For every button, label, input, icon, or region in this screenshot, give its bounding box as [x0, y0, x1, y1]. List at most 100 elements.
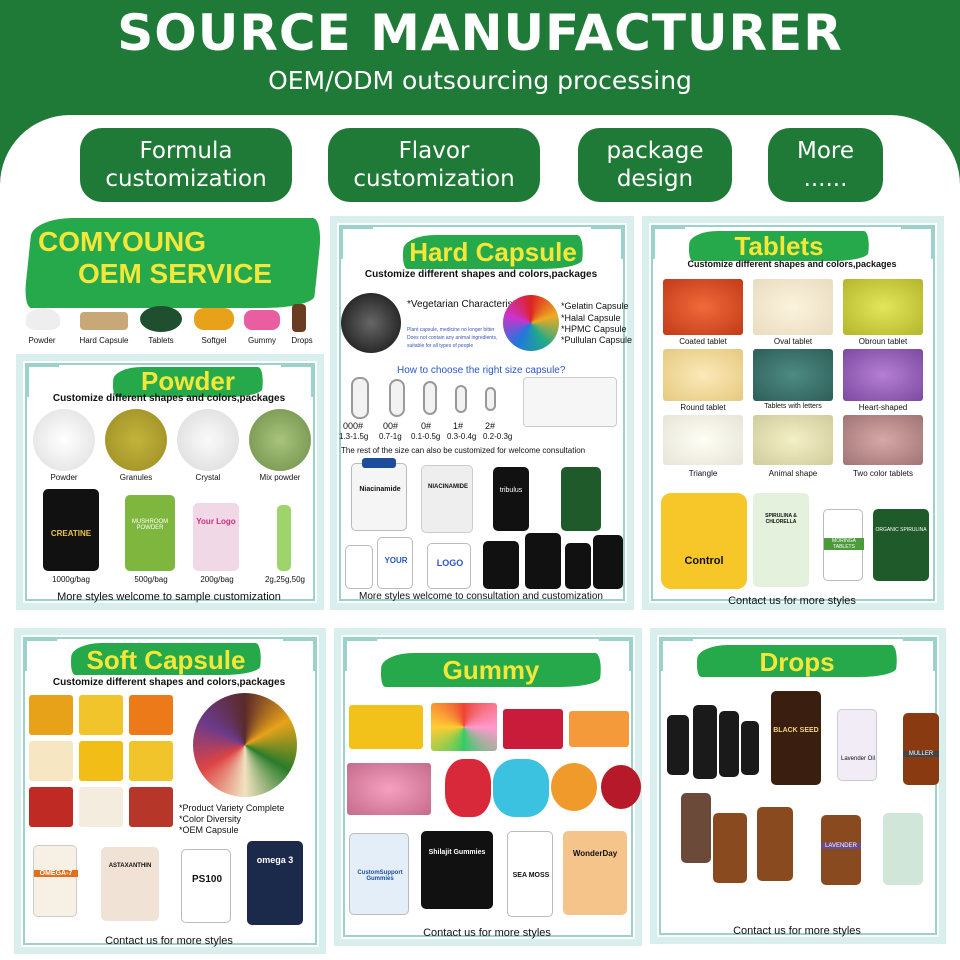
oem-item-powder: Powder — [28, 336, 56, 345]
letters-tablet-image — [753, 349, 833, 401]
pill-more[interactable]: More...... — [768, 128, 883, 202]
capsule-size-000 — [351, 377, 369, 419]
logo-bag: Your Logo — [193, 503, 239, 571]
dropper-bottle-3 — [719, 711, 739, 777]
softgel-image — [194, 308, 234, 330]
drops-title: Drops — [759, 647, 835, 677]
softgel-tile-9 — [129, 787, 173, 827]
omega7-bottle: OMEGA-7 — [33, 845, 78, 917]
capsule-size-0 — [423, 381, 437, 415]
gummy-image — [244, 310, 280, 330]
omega3-box: omega 3 — [247, 841, 303, 925]
blue-bear-image — [493, 759, 549, 817]
spirulina-bag: SPIRULINA & CHLORELLA — [753, 493, 809, 587]
tablet-label-animal: Animal shape — [768, 469, 818, 478]
dropper-bottle-2 — [693, 705, 717, 779]
size-rest-note: The rest of the size can also be customi… — [341, 446, 586, 455]
hard-subtitle: Customize different shapes and colors,pa… — [364, 269, 598, 280]
hard-title: Hard Capsule — [409, 237, 577, 267]
softgel-tile-2 — [79, 695, 123, 735]
organic-box: ORGANIC SPIRULINA — [873, 509, 929, 581]
size-range-2: 0.2-0.3g — [483, 432, 513, 441]
soft-note-color: *Color Diversity — [179, 814, 242, 824]
coated-tablet-image — [663, 279, 743, 335]
shilajit-jar: Shilajit Gummies — [421, 831, 493, 909]
oem-item-drops: Drops — [291, 336, 313, 345]
powder-footer: More styles welcome to sample customizat… — [57, 591, 281, 603]
lavender-oil-bottle: Lavender Oil — [837, 709, 877, 781]
white-bottle-1 — [345, 545, 373, 589]
round-tablet-image — [663, 349, 743, 401]
powder-label-mix: Mix powder — [259, 473, 301, 482]
tablet-label-obroun: Obroun tablet — [858, 337, 908, 346]
size-name-2: 2# — [485, 421, 496, 431]
soft-title: Soft Capsule — [86, 645, 246, 675]
oem-title-line2: OEM SERVICE — [78, 258, 272, 289]
muller-bottle: MULLER — [903, 713, 939, 785]
dropper-bottle-4 — [741, 721, 759, 775]
control-jar: Control — [661, 493, 747, 589]
gummy-stars-image — [569, 711, 629, 747]
tablet-label-triangle: Triangle — [688, 469, 718, 478]
white-bottle-3: LOGO — [427, 543, 471, 589]
moringa-bottle: MORINGA TABLETS — [823, 509, 864, 581]
page-title: SOURCE MANUFACTURER — [117, 4, 843, 62]
powder-type-mix — [249, 409, 311, 471]
pack-size-1000g: 1000g/bag — [52, 575, 90, 584]
tablet-label-round: Round tablet — [680, 403, 726, 412]
powder-panel: Powder Customize different shapes and co… — [16, 354, 324, 610]
tablets-title: Tablets — [734, 231, 824, 261]
gummy-bears-image — [349, 705, 423, 749]
mushroom-bag: MUSHROOM POWDER — [125, 495, 175, 571]
powder-title: Powder — [141, 366, 235, 396]
capsule-size-1 — [455, 385, 467, 413]
niacinamide-bottle: Niacinamide — [351, 458, 407, 531]
red-bear-image — [445, 759, 491, 817]
gummy-berries-image — [503, 709, 563, 749]
red-gummy-image — [601, 765, 641, 809]
softgel-tile-3 — [129, 695, 173, 735]
size-chart-image — [523, 377, 617, 427]
veg-desc-1: Plant capsule, medicine no longer bitter — [407, 327, 495, 333]
gummy-title: Gummy — [442, 655, 540, 685]
tablet-label-oval: Oval tablet — [773, 337, 813, 346]
soft-footer: Contact us for more styles — [105, 935, 233, 947]
page-subtitle: OEM/ODM outsourcing processing — [268, 66, 692, 95]
size-question: How to choose the right size capsule? — [397, 365, 566, 376]
obroun-tablet-image — [843, 279, 923, 335]
size-range-1: 0.3-0.4g — [447, 432, 477, 441]
capsule-size-00 — [389, 379, 405, 417]
softgel-tile-1 — [29, 695, 73, 735]
tablets-image — [140, 306, 182, 332]
tablets-panel: Tablets Customize different shapes and c… — [642, 216, 944, 610]
ps100-bottle: PS100 — [181, 849, 231, 923]
heart-tablet-image — [843, 349, 923, 401]
gummy-panel: Gummy CustomSupport Gummies Shilajit Gum… — [334, 628, 642, 946]
drops-panel: Drops BLACK SEED Lavender Oil MULLER LAV… — [650, 628, 946, 944]
oem-item-softgel: Softgel — [201, 336, 227, 345]
oem-title-line1: COMYOUNG — [38, 226, 206, 257]
powder-type-powder — [33, 409, 95, 471]
tablet-label-two-color: Two color tablets — [852, 469, 914, 478]
soft-note-oem: *OEM Capsule — [179, 825, 239, 835]
oem-item-tablets: Tablets — [148, 336, 174, 345]
dropper-bottle-1 — [667, 715, 689, 775]
wonderday-bag: WonderDay — [563, 831, 627, 915]
powder-type-granules — [105, 409, 167, 471]
pack-size-2g: 2g,25g,50g — [264, 575, 306, 584]
softgel-tile-8 — [79, 787, 123, 827]
powder-subtitle: Customize different shapes and colors,pa… — [52, 393, 286, 404]
drops-footer: Contact us for more styles — [733, 925, 861, 937]
green-dropper — [883, 813, 923, 885]
tribulus-bottle: tribulus — [493, 467, 529, 531]
size-range-0: 0.1-0.5g — [411, 432, 441, 441]
powder-label-granules: Granules — [119, 473, 153, 482]
powder-image — [26, 308, 60, 330]
softgel-tile-6 — [129, 741, 173, 781]
gummy-mix-image — [431, 703, 497, 751]
pack-size-200g: 200g/bag — [200, 575, 234, 584]
oem-item-hard-capsule: Hard Capsule — [79, 336, 129, 345]
